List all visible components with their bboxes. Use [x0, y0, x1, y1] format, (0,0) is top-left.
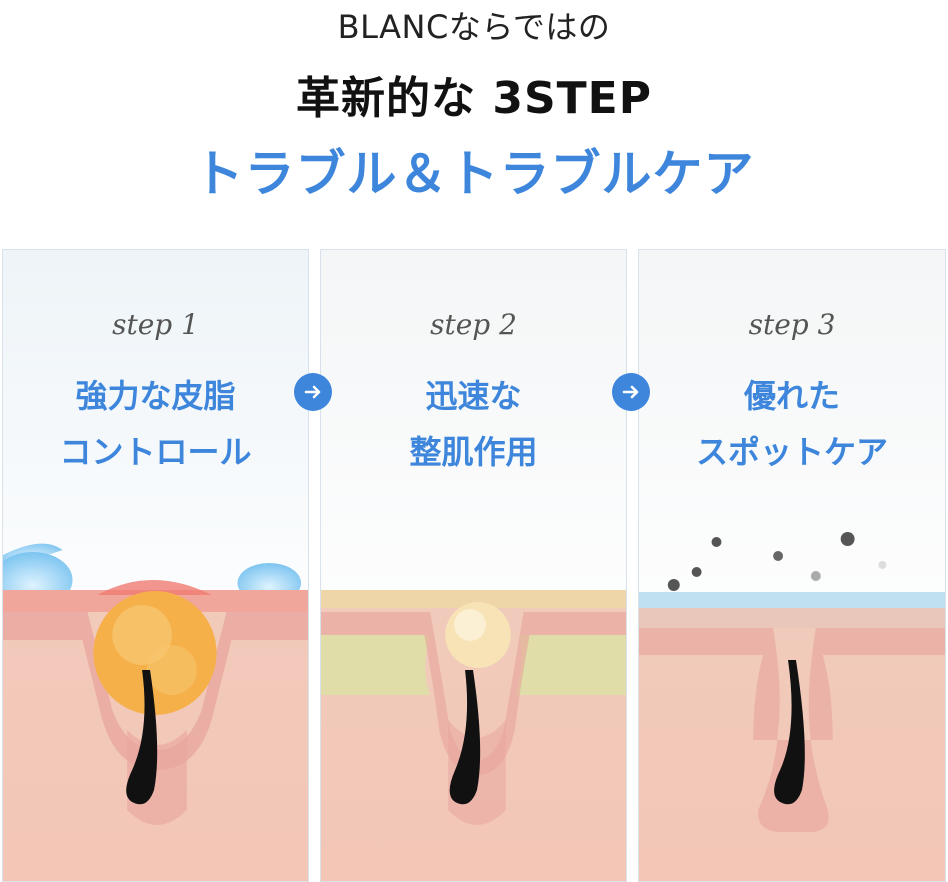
step-3-panel: step 3 優れた スポットケア — [638, 249, 946, 882]
step-3-skin-illustration — [639, 250, 945, 881]
step-1-title-line2: コントロール — [59, 433, 252, 471]
arrow-right-circle-icon — [612, 373, 650, 411]
step-1-label: step 1 — [112, 308, 199, 341]
step-2-title: 迅速な 整肌作用 — [321, 368, 626, 480]
arrow-right-glyph — [622, 385, 639, 399]
step-3-title-line1: 優れた — [743, 377, 840, 415]
step-2-title-line1: 迅速な — [425, 377, 522, 415]
step-2-label: step 2 — [430, 308, 517, 341]
step-1-panel: step 1 強力な皮脂 コントロール — [2, 249, 309, 882]
step-1-title-line1: 強力な皮脂 — [75, 377, 236, 415]
arrow-right-circle-icon — [294, 373, 332, 411]
step-1-skin-illustration — [3, 250, 308, 881]
step-1-title: 強力な皮脂 コントロール — [3, 368, 308, 480]
step-3-label: step 3 — [748, 308, 836, 341]
step-3-title-line2: スポットケア — [695, 433, 888, 471]
arrow-right-glyph — [304, 385, 321, 399]
header-tagline: トラブル＆トラブルケア — [193, 145, 755, 203]
header-title: 革新的な 3STEP — [296, 73, 652, 124]
step-3-title: 優れた スポットケア — [639, 368, 945, 480]
header-subtitle: BLANCならではの — [337, 8, 611, 46]
step-2-panel: step 2 迅速な 整肌作用 — [320, 249, 627, 882]
step-2-skin-illustration — [321, 250, 626, 881]
step-2-title-line2: 整肌作用 — [409, 433, 538, 471]
